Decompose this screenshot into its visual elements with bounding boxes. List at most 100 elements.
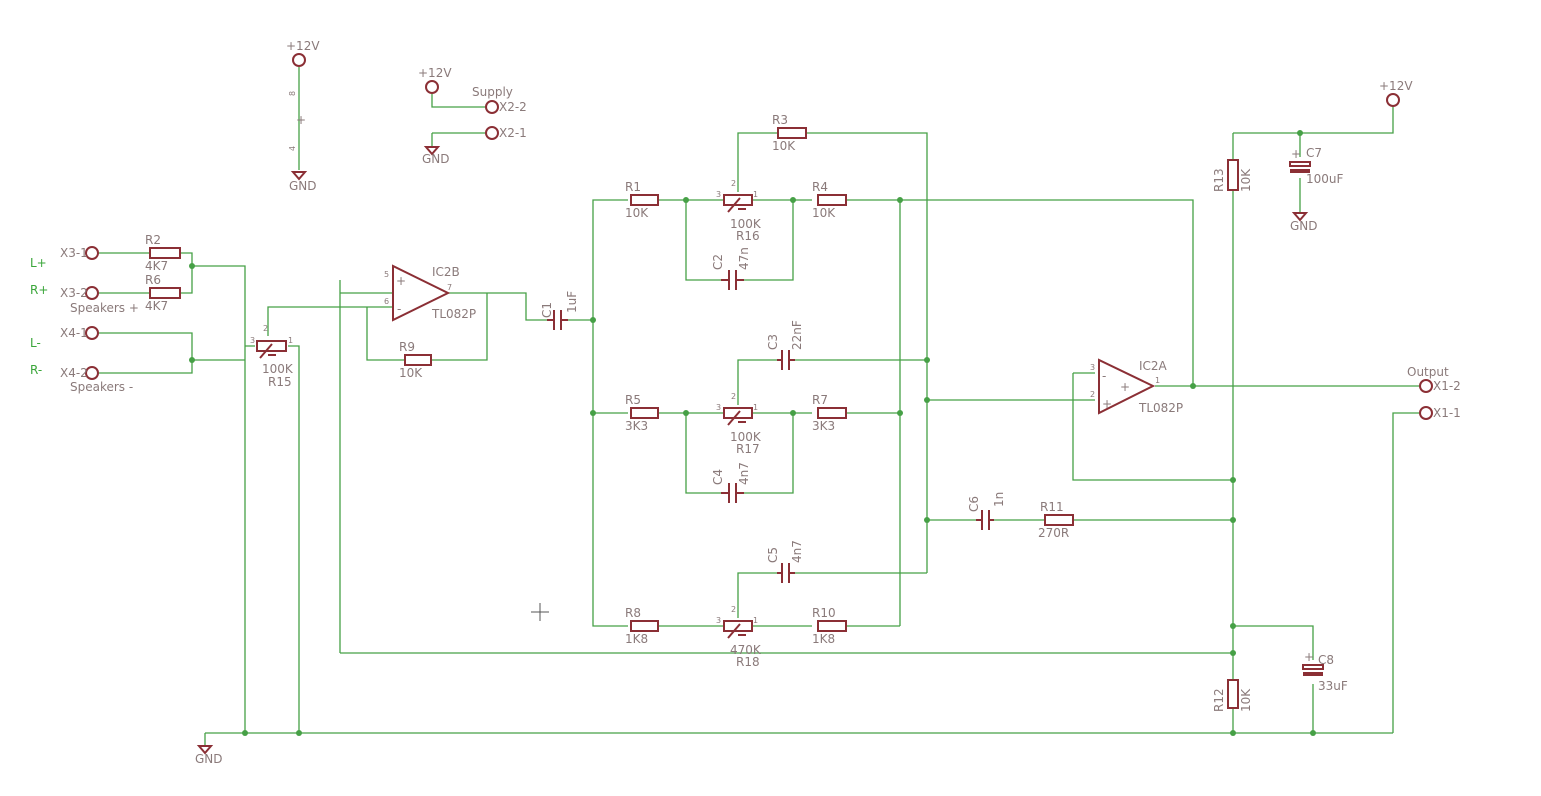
connector-x1-1[interactable]: X1-1	[1419, 406, 1461, 420]
resistor-r5[interactable]: R5 3K3	[625, 393, 659, 433]
svg-text:R6: R6	[145, 273, 161, 287]
net-label-speakers-minus: Speakers -	[70, 380, 133, 394]
svg-text:X4-1: X4-1	[60, 326, 88, 340]
gnd-symbol-1: GND	[289, 171, 317, 193]
resistor-r7[interactable]: R7 3K3	[812, 393, 847, 433]
capacitor-c7[interactable]: + C7 100uF	[1289, 146, 1344, 186]
svg-text:2: 2	[731, 605, 736, 614]
resistor-r8[interactable]: R8 1K8	[625, 606, 659, 646]
svg-text:3: 3	[1090, 363, 1095, 372]
capacitor-c5[interactable]: C5 4n7	[766, 540, 804, 583]
svg-text:4K7: 4K7	[145, 299, 168, 313]
svg-text:1K8: 1K8	[812, 632, 835, 646]
resistor-r12[interactable]: R12 10K	[1212, 679, 1253, 712]
svg-text:+: +	[1120, 380, 1130, 394]
svg-text:1: 1	[753, 403, 758, 412]
connector-x4-2[interactable]: X4-2	[60, 366, 99, 380]
svg-text:+: +	[296, 113, 306, 127]
resistor-r10[interactable]: R10 1K8	[812, 606, 847, 646]
opamp-ic2a[interactable]: - + + 3 2 1 IC2A TL082P	[1090, 358, 1183, 415]
svg-text:+12V: +12V	[1379, 79, 1413, 93]
svg-text:100K: 100K	[730, 430, 762, 444]
gnd-symbol-4: GND	[195, 745, 223, 766]
svg-text:+: +	[1291, 147, 1301, 161]
resistor-r2[interactable]: R2 4K7	[145, 233, 181, 273]
svg-text:R12: R12	[1212, 688, 1226, 712]
resistor-r4[interactable]: R4 10K	[812, 180, 847, 220]
svg-text:C2: C2	[711, 254, 725, 270]
svg-text:1K8: 1K8	[625, 632, 648, 646]
connector-x2-1[interactable]: X2-1	[485, 126, 527, 140]
potentiometer-r16[interactable]: 3 2 1 100K R16	[716, 179, 762, 243]
svg-text:IC2A: IC2A	[1139, 359, 1168, 373]
svg-text:3K3: 3K3	[812, 419, 835, 433]
svg-text:X1-1: X1-1	[1433, 406, 1461, 420]
connector-x4-1[interactable]: X4-1	[60, 326, 99, 340]
svg-text:2: 2	[1090, 390, 1095, 399]
svg-text:+12V: +12V	[286, 39, 320, 53]
net-label-speakers-plus: Speakers +	[70, 301, 139, 315]
svg-text:TL082P: TL082P	[1138, 401, 1183, 415]
svg-text:R1: R1	[625, 180, 641, 194]
connector-x1-2[interactable]: X1-2	[1419, 379, 1461, 393]
capacitor-c6[interactable]: C6 1n	[967, 492, 1006, 530]
svg-text:C3: C3	[766, 334, 780, 350]
svg-text:3: 3	[250, 336, 255, 345]
svg-text:-: -	[397, 302, 401, 316]
potentiometer-r15[interactable]: 3 2 1 100K R15	[250, 324, 294, 389]
svg-text:3K3: 3K3	[625, 419, 648, 433]
svg-text:3: 3	[716, 190, 721, 199]
svg-text:10K: 10K	[1239, 688, 1253, 712]
opamp-ic2b[interactable]: + - 5 6 7 IC2B TL082P	[384, 264, 476, 322]
capacitor-c3[interactable]: C3 22nF	[766, 320, 804, 370]
capacitor-c4[interactable]: C4 4n7	[711, 462, 751, 503]
svg-text:R5: R5	[625, 393, 641, 407]
net-label-output: Output	[1407, 365, 1449, 379]
svg-text:R4: R4	[812, 180, 828, 194]
vcc-symbol-1: +12V	[286, 39, 320, 67]
svg-text:X1-2: X1-2	[1433, 379, 1461, 393]
svg-text:3: 3	[716, 616, 721, 625]
connector-x3-2[interactable]: X3-2	[60, 286, 99, 300]
speaker-terminals: L+ R+ L- R-	[30, 256, 48, 377]
svg-text:33uF: 33uF	[1318, 679, 1348, 693]
resistor-r11[interactable]: R11 270R	[1038, 500, 1074, 540]
svg-text:6: 6	[384, 297, 389, 306]
svg-text:1: 1	[1155, 376, 1160, 385]
wires	[98, 67, 1420, 745]
svg-text:R15: R15	[268, 375, 292, 389]
svg-text:1: 1	[753, 190, 758, 199]
svg-text:5: 5	[384, 270, 389, 279]
svg-text:100uF: 100uF	[1306, 172, 1344, 186]
svg-text:R2: R2	[145, 233, 161, 247]
resistor-r1[interactable]: R1 10K	[625, 180, 659, 220]
svg-text:+12V: +12V	[418, 66, 452, 80]
svg-text:+: +	[1304, 650, 1314, 664]
vcc-symbol-2: +12V	[418, 66, 452, 94]
resistor-r13[interactable]: R13 10K	[1212, 159, 1253, 192]
svg-text:1n: 1n	[992, 492, 1006, 507]
connector-x3-1[interactable]: X3-1	[60, 246, 99, 260]
svg-text:C8: C8	[1318, 653, 1334, 667]
capacitor-c8[interactable]: + C8 33uF	[1302, 650, 1348, 693]
capacitor-c2[interactable]: C2 47n	[711, 247, 751, 290]
svg-text:C1: C1	[540, 302, 554, 318]
potentiometer-r17[interactable]: 3 2 1 100K R17	[716, 392, 762, 456]
svg-text:10K: 10K	[812, 206, 836, 220]
capacitor-c1[interactable]: C1 1uF	[540, 291, 579, 330]
svg-text:TL082P: TL082P	[431, 307, 476, 321]
resistor-r6[interactable]: R6 4K7	[145, 273, 181, 313]
resistor-r3[interactable]: R3 10K	[772, 113, 807, 153]
gnd-symbol-2: GND	[422, 146, 450, 166]
svg-text:4: 4	[288, 146, 297, 151]
svg-text:22nF: 22nF	[790, 320, 804, 350]
connector-x2-2[interactable]: X2-2	[485, 100, 527, 114]
gnd-symbol-3: GND	[1290, 212, 1318, 233]
svg-text:100K: 100K	[262, 362, 294, 376]
svg-text:X2-1: X2-1	[499, 126, 527, 140]
svg-text:R13: R13	[1212, 168, 1226, 192]
net-label-supply: Supply	[472, 85, 513, 99]
svg-text:8: 8	[288, 91, 297, 96]
potentiometer-r18[interactable]: 3 2 1 470K R18	[716, 605, 762, 669]
resistor-r9[interactable]: R9 10K	[399, 340, 432, 380]
